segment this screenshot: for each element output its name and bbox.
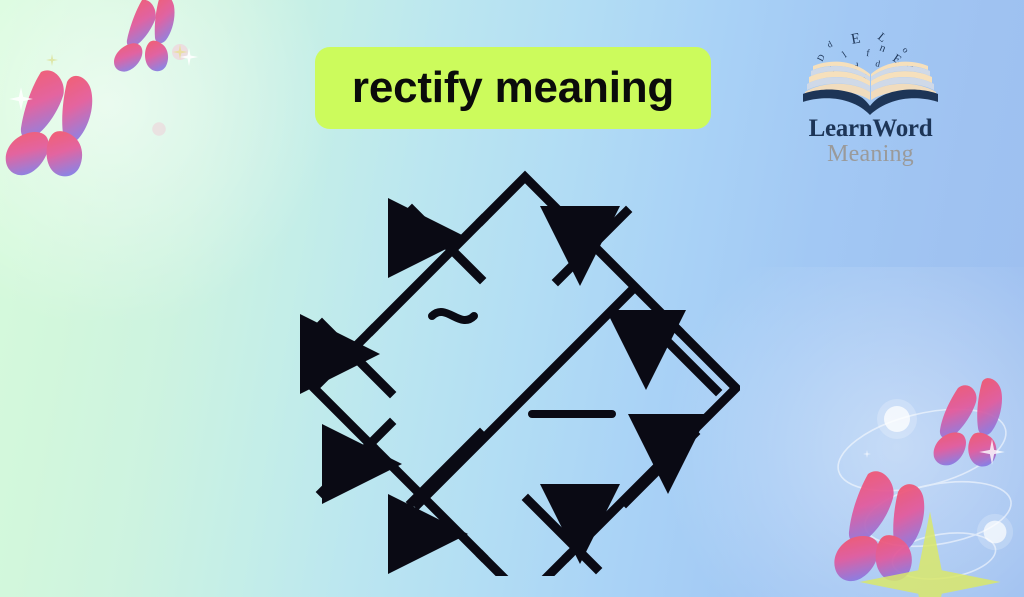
diode-top-right bbox=[540, 206, 620, 286]
logo-wordmark-meaning: Meaning bbox=[827, 141, 914, 167]
wire-top-apex bbox=[475, 170, 575, 227]
diode-bottom-right bbox=[540, 484, 620, 564]
ac-symbol bbox=[428, 308, 478, 324]
title-badge: rectify meaning bbox=[315, 47, 711, 129]
diode-bottom-left bbox=[388, 494, 468, 574]
logo-letter: d bbox=[825, 39, 834, 50]
diode-left-lower bbox=[322, 424, 402, 504]
diode-right-lower bbox=[628, 414, 708, 494]
diode-top-left bbox=[388, 198, 468, 278]
open-book-icon: D S d l E d f e d n L E o d bbox=[803, 30, 938, 115]
wire-bottom-apex bbox=[475, 549, 575, 576]
cathode-bar-bottom-right bbox=[521, 493, 603, 575]
logo-letter: o bbox=[900, 45, 911, 55]
page-title: rectify meaning bbox=[351, 63, 675, 112]
logo-letter: d bbox=[875, 58, 882, 69]
logo-letter: E bbox=[850, 31, 862, 48]
logo-letter: D bbox=[815, 52, 827, 63]
diode-left-upper bbox=[300, 314, 380, 394]
logo-wordmark-learnword: LearnWord bbox=[808, 115, 933, 142]
diode-right-upper bbox=[606, 310, 686, 390]
logo-letter: f bbox=[866, 48, 871, 59]
bridge-rectifier-circuit bbox=[300, 170, 740, 576]
logo[interactable]: D S d l E d f e d n L E o d bbox=[793, 14, 948, 166]
cathode-bar-bottom-left bbox=[405, 427, 487, 509]
wire-internal-diagonal bbox=[411, 285, 637, 511]
logo-letter: n bbox=[878, 42, 888, 55]
logo-letter: l bbox=[841, 50, 850, 61]
